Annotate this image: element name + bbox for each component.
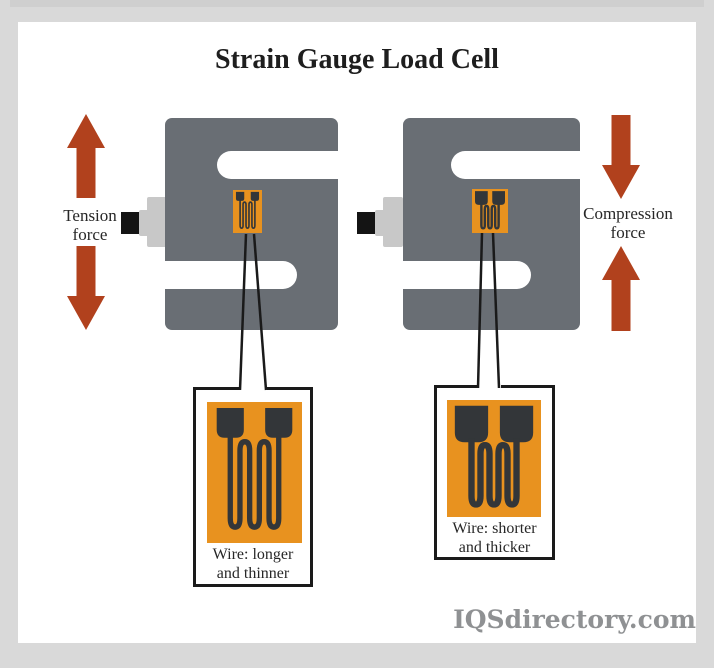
watermark-logo: IQSdirectory.com: [453, 605, 696, 634]
strain-gauge-small-compression: [472, 189, 508, 233]
compression-down-arrow-icon: [602, 115, 640, 199]
callout-text-tension: Wire: longer and thinner: [193, 545, 313, 583]
strain-gauge-large-compression: [447, 400, 541, 517]
callout-gap-tension: [240, 386, 267, 391]
compression-force-line1: Compression: [583, 204, 673, 223]
compression-connector-fitting: [383, 197, 403, 247]
tension-force-label: Tension force: [38, 206, 142, 244]
tension-force-line1: Tension: [63, 206, 117, 225]
compression-force-label: Compression force: [570, 204, 686, 242]
callout-tension-line2: and thinner: [216, 565, 290, 582]
callout-gap-compression: [477, 384, 501, 389]
compression-connector-step: [375, 210, 385, 236]
tension-down-arrow-icon: [67, 246, 105, 330]
tension-cell-lower-slot: [161, 261, 297, 289]
callout-compression-line2: and thicker: [458, 539, 531, 556]
strain-gauge-large-tension: [207, 402, 302, 543]
compression-connector-bolt: [357, 212, 376, 234]
tension-force-line2: force: [72, 225, 108, 244]
tension-up-arrow-icon: [67, 114, 105, 198]
tension-connector-step: [139, 210, 149, 236]
frame-top-strip: [10, 0, 704, 7]
tension-cell-upper-slot: [217, 151, 344, 179]
strain-gauge-small-tension: [233, 190, 262, 233]
tension-connector-bolt: [121, 212, 140, 234]
callout-tension-line1: Wire: longer: [212, 546, 294, 563]
compression-cell-lower-slot: [399, 261, 531, 289]
callout-text-compression: Wire: shorter and thicker: [434, 519, 555, 557]
compression-force-line2: force: [610, 223, 646, 242]
compression-up-arrow-icon: [602, 246, 640, 331]
diagram-title: Strain Gauge Load Cell: [215, 44, 499, 75]
callout-compression-line1: Wire: shorter: [452, 520, 537, 537]
content-panel: [18, 22, 696, 643]
tension-connector-fitting: [147, 197, 167, 247]
compression-cell-upper-slot: [451, 151, 584, 179]
